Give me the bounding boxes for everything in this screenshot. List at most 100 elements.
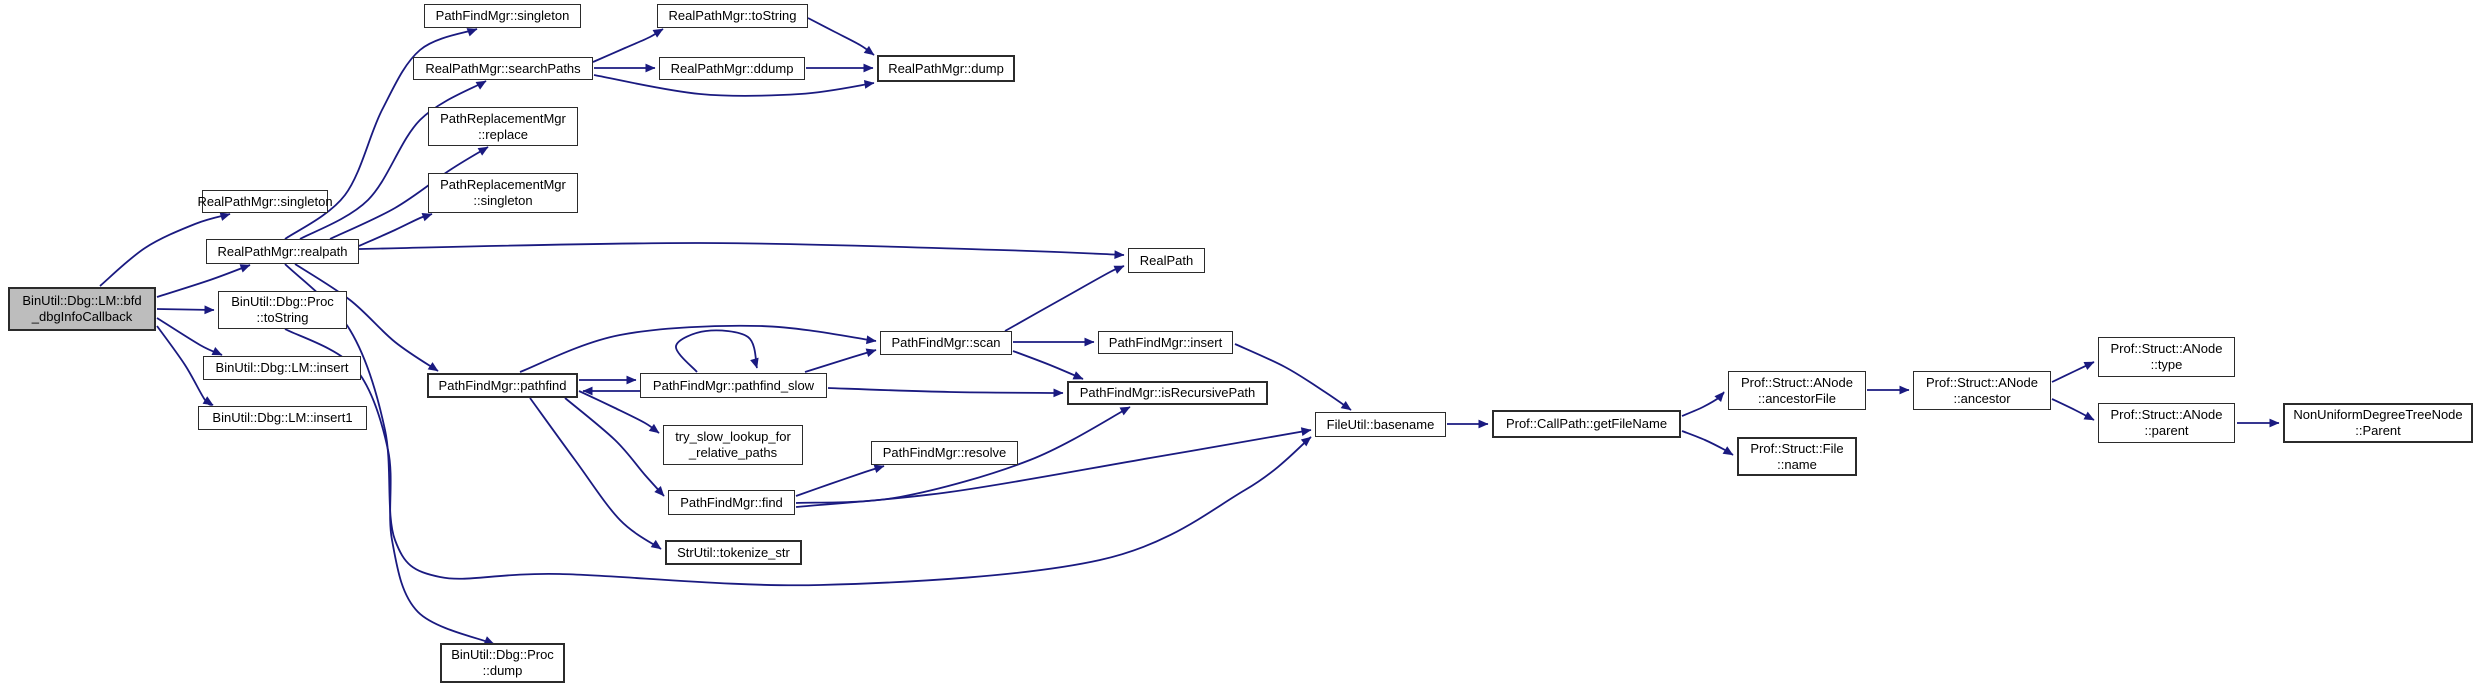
edge-anode_ancestor-to-anode_type [2051,361,2095,383]
graph-node-fu_basename[interactable]: FileUtil::basename [1315,412,1446,437]
graph-node-anode_ancestor[interactable]: Prof::Struct::ANode::ancestor [1913,371,2051,410]
graph-node-label: ::ancestorFile [1757,390,1837,406]
graph-node-label: Prof::Struct::ANode [1926,374,2038,390]
edge-rp_realpath-to-prm_replace [329,146,489,240]
edge-pf_pathfind_slow-to-pf_isRecursivePath [827,387,1064,398]
graph-node-label: Prof::Struct::ANode [1741,374,1853,390]
graph-node-label: ::dump [482,663,523,678]
graph-node-label: ::type [2150,357,2183,372]
edge-pf_find-to-fu_basename [795,427,1312,508]
graph-node-rp_dump[interactable]: RealPathMgr::dump [877,55,1015,82]
graph-node-anode_type[interactable]: Prof::Struct::ANode::type [2098,337,2235,377]
graph-node-label: PathFindMgr::resolve [882,445,1007,460]
graph-node-label: ::ancestor [1953,390,2011,406]
edge-pf_insert-to-fu_basename [1234,343,1352,411]
graph-node-label: RealPathMgr::toString [668,8,797,23]
graph-node-label: ::parent [2144,423,2189,438]
graph-node-label: _dbgInfoCallback [31,309,133,324]
graph-node-label: RealPathMgr::searchPaths [425,60,581,76]
graph-node-label: PathFindMgr::insert [1108,334,1223,350]
graph-node-nudtn_Parent[interactable]: NonUniformDegreeTreeNode::Parent [2283,403,2473,443]
graph-node-label: BinUtil::Dbg::LM::bfd [22,293,142,308]
graph-node-label: BinUtil::Dbg::LM::insert [215,360,349,375]
graph-node-label: RealPathMgr::dump [888,60,1004,76]
edge-bfd_dbgInfoCallback-to-lm_insert1 [156,325,214,406]
edge-pf_pathfind-to-pf_find [564,397,665,497]
edge-pf_pathfind_slow-to-pf_scan [804,348,877,373]
graph-node-pf_resolve[interactable]: PathFindMgr::resolve [871,441,1018,465]
graph-node-rp_singleton[interactable]: RealPathMgr::singleton [197,190,333,213]
edge-pf_pathfind-to-tokenize_str [529,397,662,550]
graph-node-lm_insert[interactable]: BinUtil::Dbg::LM::insert [203,356,361,380]
edge-rp_realpath-to-pf_pathfind [294,263,439,372]
graph-node-label: _relative_paths [688,445,778,460]
edge-rp_toString-to-rp_dump [807,17,875,56]
graph-node-pf_singleton[interactable]: PathFindMgr::singleton [424,4,581,28]
graph-node-label: RealPath [1139,252,1194,268]
graph-node-label: PathReplacementMgr [440,177,566,192]
graph-node-label: ::name [1777,456,1817,472]
graph-node-label: Prof::CallPath::getFileName [1505,416,1668,431]
graph-node-label: RealPathMgr::ddump [670,60,794,76]
graph-node-file_name[interactable]: Prof::Struct::File::name [1737,437,1857,476]
graph-node-label: Prof::Struct::ANode [2110,341,2223,356]
edge-rp_realpath-to-fu_basename [284,263,1312,587]
edge-bfd_dbgInfoCallback-to-proc_toString [156,305,215,315]
graph-node-prm_singleton[interactable]: PathReplacementMgr::singleton [428,173,578,213]
edge-bfd_dbgInfoCallback-to-rp_singleton [99,212,231,287]
graph-node-pf_find[interactable]: PathFindMgr::find [668,490,795,515]
edge-rp_searchPaths-to-rp_toString [592,28,664,63]
graph-node-RealPath[interactable]: RealPath [1128,248,1205,273]
edge-rp_searchPaths-to-rp_dump [593,74,875,97]
graph-node-label: PathFindMgr::isRecursivePath [1079,385,1256,400]
graph-node-label: BinUtil::Dbg::LM::insert1 [212,410,353,425]
graph-node-label: BinUtil::Dbg::Proc [231,294,334,309]
graph-node-pf_pathfind[interactable]: PathFindMgr::pathfind [427,373,578,398]
graph-node-label: ::replace [478,126,528,142]
edge-pf_find-to-pf_isRecursivePath [795,406,1131,504]
graph-node-label: PathFindMgr::scan [891,335,1001,350]
edge-rp_realpath-to-prm_singleton [358,212,433,247]
graph-node-proc_toString[interactable]: BinUtil::Dbg::Proc::toString [218,291,347,329]
graph-node-label: StrUtil::tokenize_str [677,544,790,560]
graph-node-anode_parent[interactable]: Prof::Struct::ANode::parent [2098,403,2235,443]
graph-node-lm_insert1[interactable]: BinUtil::Dbg::LM::insert1 [198,406,367,430]
graph-node-label: PathFindMgr::pathfind_slow [652,377,815,393]
edge-pf_scan-to-RealPath [1004,265,1125,332]
graph-node-cp_getFileName[interactable]: Prof::CallPath::getFileName [1492,410,1681,438]
edge-bfd_dbgInfoCallback-to-lm_insert [156,317,223,356]
edge-pf_pathfind_slow-to-pf_pathfind_slow [675,329,759,373]
graph-node-pf_insert[interactable]: PathFindMgr::insert [1098,331,1233,354]
graph-node-rp_ddump[interactable]: RealPathMgr::ddump [659,57,805,80]
graph-node-proc_dump[interactable]: BinUtil::Dbg::Proc::dump [440,643,565,683]
graph-node-pf_scan[interactable]: PathFindMgr::scan [880,331,1012,355]
edge-pf_scan-to-pf_isRecursivePath [1012,350,1084,380]
graph-node-label: Prof::Struct::ANode [2110,407,2223,422]
edge-cp_getFileName-to-file_name [1681,430,1734,456]
edge-cp_getFileName-to-anode_ancestorFile [1681,391,1725,417]
graph-node-tokenize_str[interactable]: StrUtil::tokenize_str [665,540,802,565]
edge-bfd_dbgInfoCallback-to-rp_realpath [156,264,251,298]
graph-node-pf_isRecursivePath[interactable]: PathFindMgr::isRecursivePath [1067,381,1268,405]
graph-node-label: PathFindMgr::pathfind [438,377,567,393]
edge-rp_realpath-to-rp_searchPaths [299,80,487,240]
graph-node-label: try_slow_lookup_for [675,429,791,444]
graph-node-pf_pathfind_slow[interactable]: PathFindMgr::pathfind_slow [640,373,827,398]
graph-node-anode_ancestorFile[interactable]: Prof::Struct::ANode::ancestorFile [1728,371,1866,410]
graph-node-label: Prof::Struct::File [1750,440,1844,456]
graph-node-label: FileUtil::basename [1326,416,1435,432]
edge-rp_realpath-to-RealPath [358,242,1125,260]
graph-node-rp_searchPaths[interactable]: RealPathMgr::searchPaths [413,57,593,80]
graph-node-label: RealPathMgr::realpath [217,243,348,259]
graph-node-label: PathFindMgr::singleton [435,8,570,23]
graph-node-rp_toString[interactable]: RealPathMgr::toString [657,4,808,28]
graph-node-prm_replace[interactable]: PathReplacementMgr::replace [428,107,578,146]
graph-node-label: PathFindMgr::find [680,494,783,510]
graph-node-rp_realpath[interactable]: RealPathMgr::realpath [206,239,359,264]
graph-node-try_slow_lookup[interactable]: try_slow_lookup_for_relative_paths [663,425,803,465]
edge-anode_ancestor-to-anode_parent [2051,398,2095,421]
edge-pf_find-to-pf_resolve [795,464,885,497]
graph-node-label: ::toString [256,310,309,325]
graph-node-bfd_dbgInfoCallback: BinUtil::Dbg::LM::bfd_dbgInfoCallback [8,287,156,331]
